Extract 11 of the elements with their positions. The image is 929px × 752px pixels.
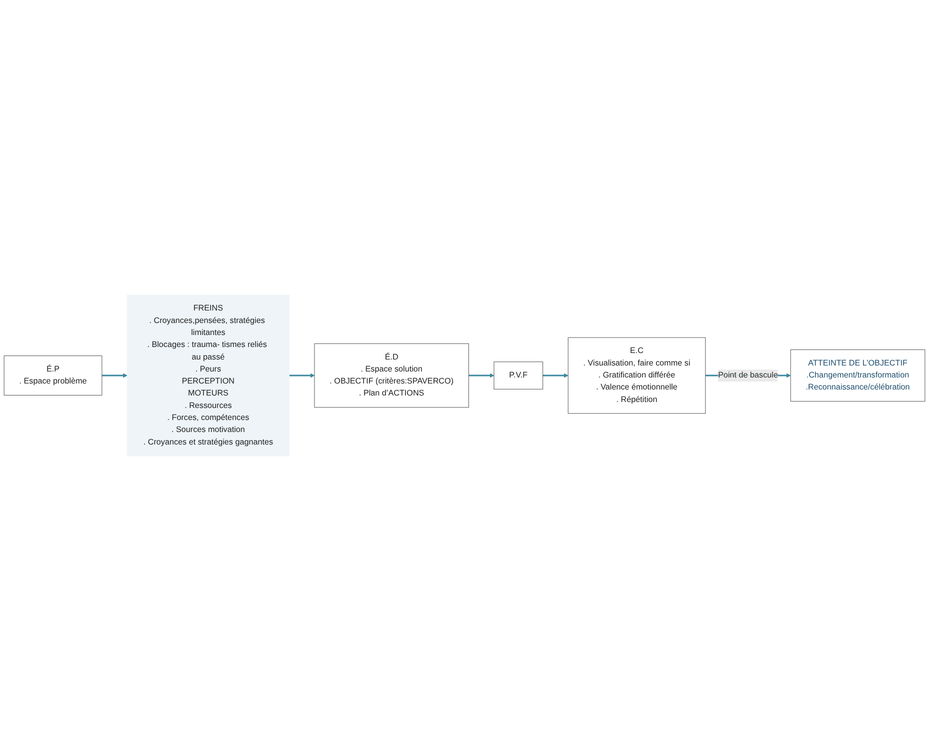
arrow [102, 374, 128, 378]
node-box: E.C . Visualisation, faire comme si . Gratification différée . Valence émotionnelle . Répétition [568, 338, 706, 414]
edge-label: Point de bascule [718, 371, 778, 380]
node-box: FREINS . Croyances,pensées, stratégies limitantes . Blocages : trauma- tismes reliés au passé . Peurs PERCEPTION MOTEURS . Ressources . Forces, compétences . Sources motivation . Croyances et stratégies gagnantes [126, 295, 290, 457]
arrow [468, 374, 494, 378]
arrow [542, 374, 568, 378]
node-box: P.V.F [494, 362, 544, 390]
node-box: É.D . Espace solution . OBJECTIF (critères:SPAVERCO) . Plan d’ACTIONS [314, 344, 469, 408]
node-box: É.P . Espace problème [4, 356, 102, 396]
node-box: ATTEINTE DE L’OBJECTIF .Changement/transformation .Reconnaissance/célébration [790, 350, 926, 402]
arrow [289, 374, 315, 378]
